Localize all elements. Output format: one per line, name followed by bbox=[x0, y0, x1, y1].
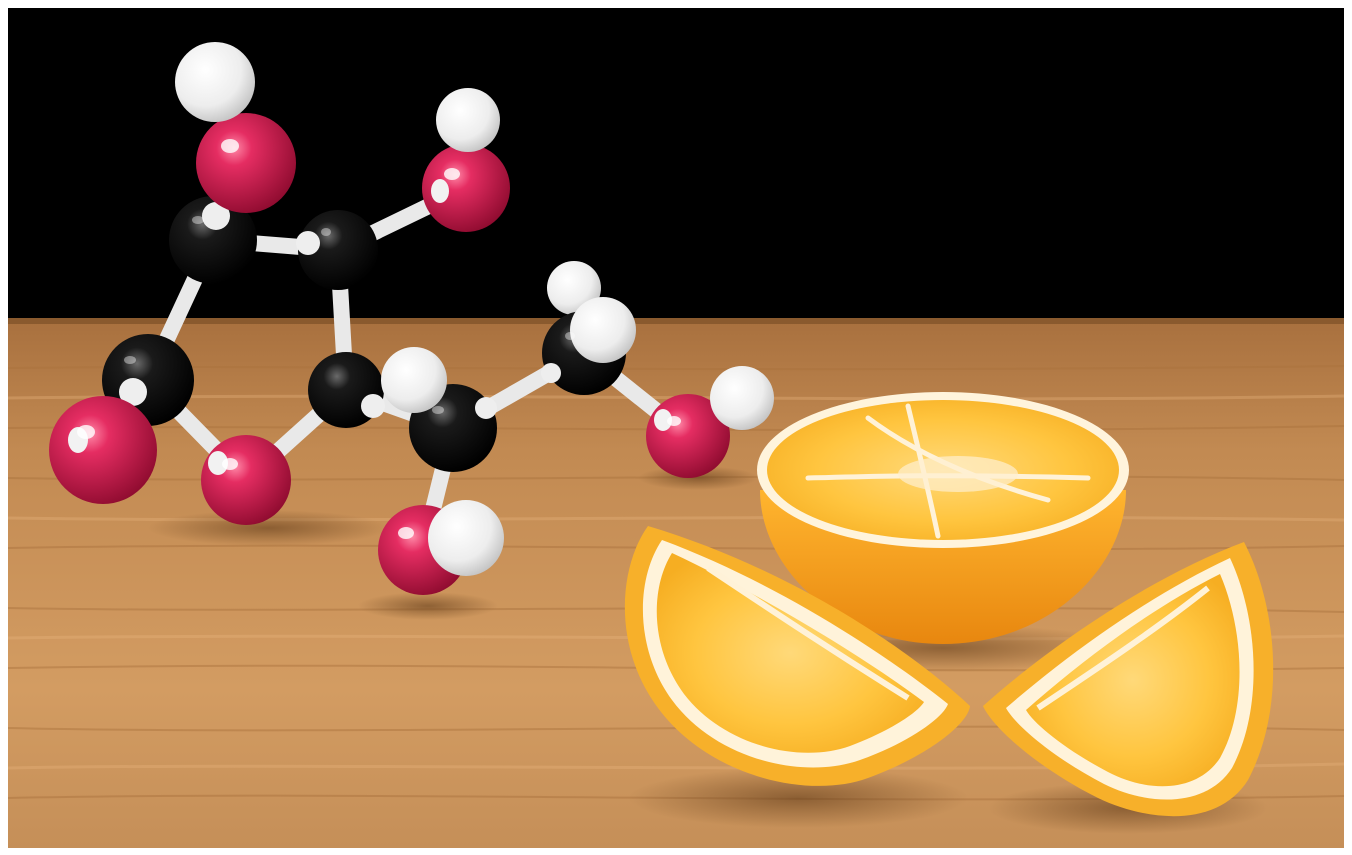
oxygen-sockets bbox=[68, 179, 672, 475]
bond-sockets bbox=[119, 202, 561, 419]
carbon-atom bbox=[169, 196, 257, 284]
orange-wedge-right bbox=[983, 542, 1274, 817]
hydrogen-atom bbox=[381, 347, 447, 413]
atom-highlights bbox=[77, 139, 681, 539]
hydrogen-atom bbox=[428, 500, 504, 576]
oxygen-atom bbox=[201, 435, 291, 525]
hydrogen-atom bbox=[175, 42, 255, 122]
oxygen-atom bbox=[196, 113, 296, 213]
hydrogen-atom bbox=[710, 366, 774, 430]
oxygen-atom bbox=[49, 396, 157, 504]
ascorbic-acid-molecule-model bbox=[49, 42, 774, 595]
carbon-atom bbox=[298, 210, 378, 290]
orange-wedge-left bbox=[624, 526, 970, 786]
orange-half bbox=[757, 392, 1129, 644]
hydrogen-atom bbox=[570, 297, 636, 363]
vitamin-c-molecule-and-orange-photo bbox=[8, 8, 1344, 848]
hydrogen-atom bbox=[436, 88, 500, 152]
oxygen-atom bbox=[422, 144, 510, 232]
